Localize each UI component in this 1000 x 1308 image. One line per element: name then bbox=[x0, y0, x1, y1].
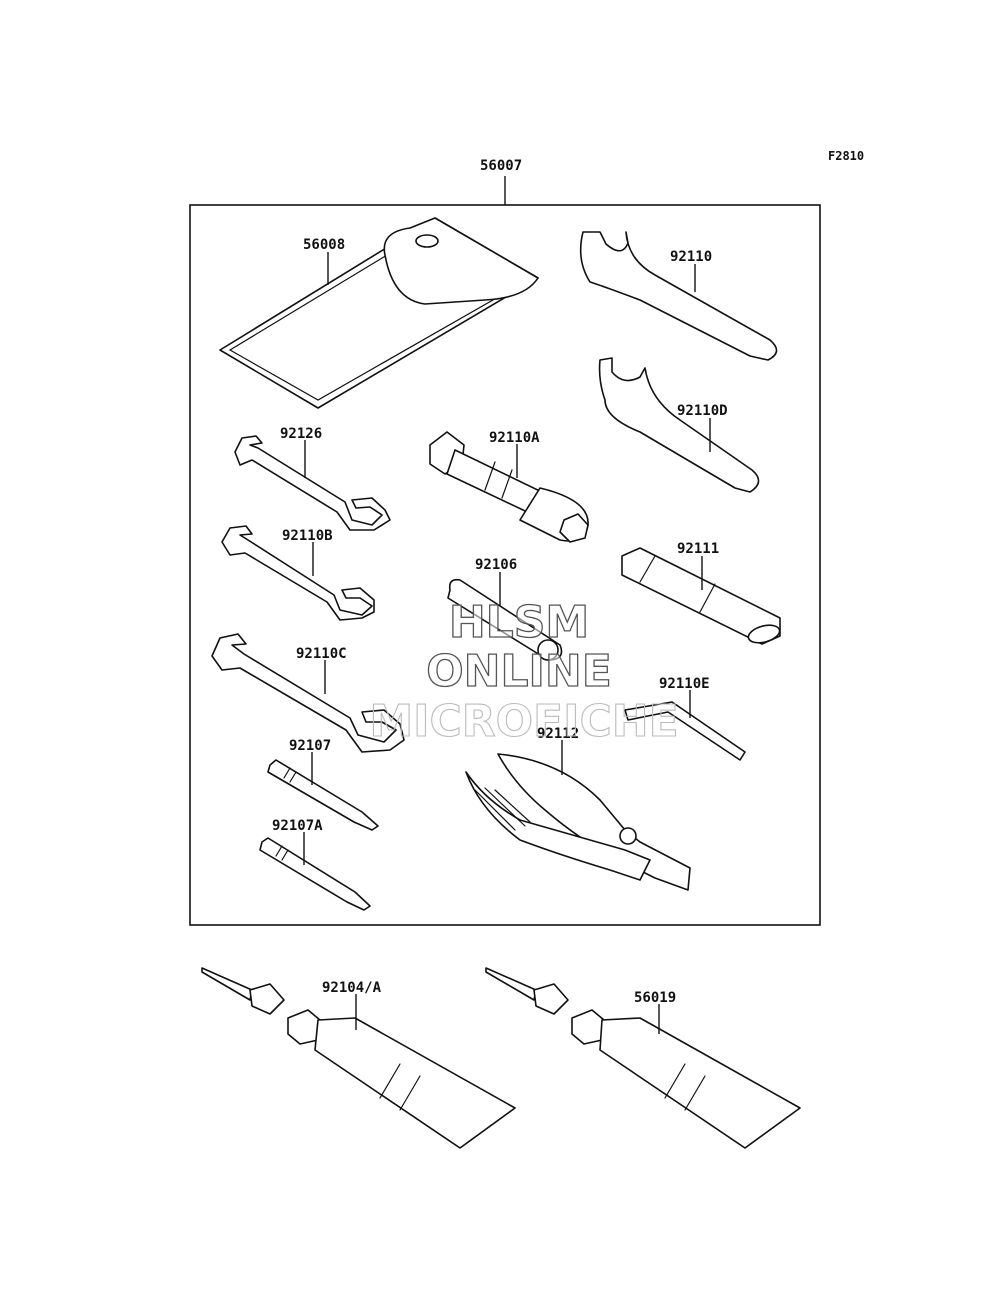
watermark-line-2: ONLINE bbox=[426, 646, 612, 697]
label-56008: 56008 bbox=[303, 237, 345, 253]
tool-kit-box bbox=[189, 204, 821, 926]
watermark-line-1: HLSM bbox=[449, 597, 589, 648]
hook-spanner-92110D bbox=[598, 357, 760, 493]
figure-code: F2810 bbox=[828, 149, 864, 163]
label-92110D: 92110D bbox=[677, 403, 728, 419]
label-92110: 92110 bbox=[670, 249, 712, 265]
open-end-wrench-92126 bbox=[234, 435, 391, 531]
label-56019: 56019 bbox=[634, 990, 676, 1006]
label-92106: 92106 bbox=[475, 557, 517, 573]
label-92110A: 92110A bbox=[489, 430, 540, 446]
label-kit-56007: 56007 bbox=[480, 158, 522, 174]
label-92110B: 92110B bbox=[282, 528, 333, 544]
open-end-wrench-92110B bbox=[221, 525, 375, 621]
hex-key-92110E bbox=[624, 701, 746, 761]
handle-bar-92106 bbox=[447, 578, 563, 661]
extension-bar-92111 bbox=[621, 547, 781, 645]
grease-tube-56019 bbox=[485, 967, 801, 1149]
label-92110E: 92110E bbox=[659, 676, 710, 692]
socket-wrench-92110A bbox=[429, 431, 589, 543]
watermark-line-3: MICROFICHE bbox=[369, 696, 678, 747]
label-92107: 92107 bbox=[289, 738, 331, 754]
label-92112: 92112 bbox=[537, 726, 579, 742]
label-92107A: 92107A bbox=[272, 818, 323, 834]
grease-tube-92104A bbox=[201, 967, 516, 1149]
spanner-wrench-92110 bbox=[579, 231, 778, 361]
pliers-92112 bbox=[465, 753, 691, 891]
label-92110C: 92110C bbox=[296, 646, 347, 662]
label-92126: 92126 bbox=[280, 426, 322, 442]
tool-bag-56008 bbox=[219, 217, 539, 409]
screwdriver-92107A bbox=[259, 837, 371, 911]
label-92111: 92111 bbox=[677, 541, 719, 557]
label-92104A: 92104/A bbox=[322, 980, 382, 996]
open-end-wrench-92110C bbox=[211, 633, 405, 753]
screwdriver-92107 bbox=[267, 759, 379, 831]
